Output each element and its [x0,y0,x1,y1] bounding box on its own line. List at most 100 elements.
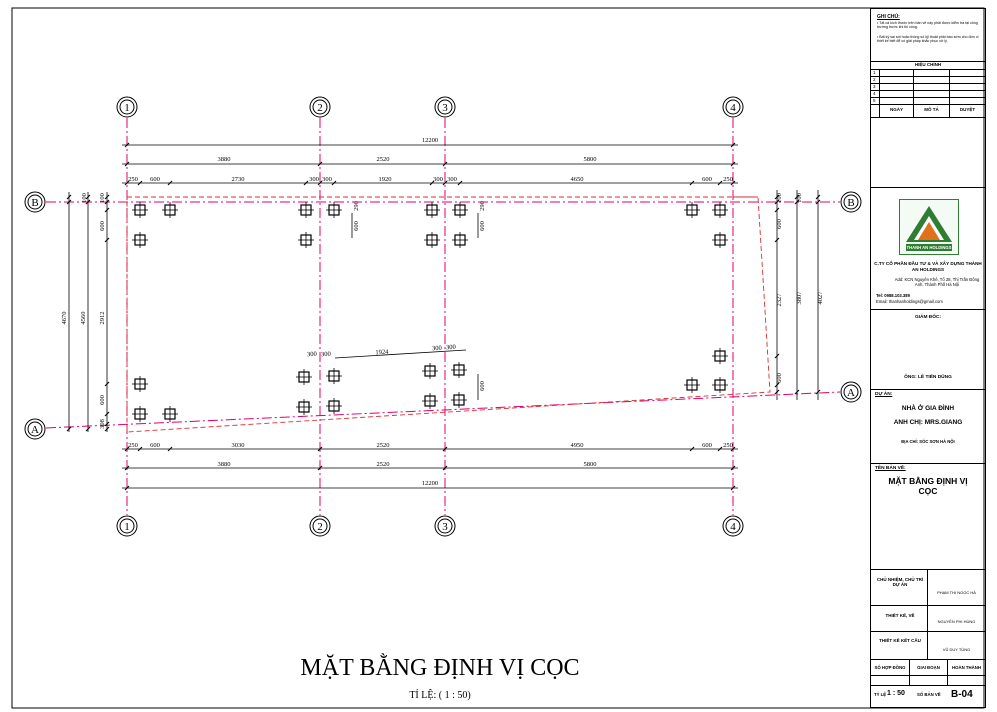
dim-top-detail-9: 4650 [571,176,584,183]
sheet-name-label: TÊN BẢN VẼ: [875,466,906,471]
pile-17 [132,376,148,392]
note-2: • Bất kỳ sai sót hoặc thông số kỹ thuật … [877,35,979,44]
logo-triangle-icon [906,206,952,251]
dim-left-3: 2912 [99,312,106,325]
dim-inner-1: 300 [307,351,317,359]
title-block: GHI CHÚ: • Tất cả kích thước trên bản vẽ… [870,8,986,708]
dim-right-1: 4027 [817,291,824,305]
grid-label-b-right: B [847,197,854,209]
dim-right-5: 600 [776,373,783,383]
footer-scale-label: TỶ LỆ [874,692,887,697]
company-tel: Tel: 0988.103.389 [876,293,910,298]
pile-15 [684,377,700,393]
revision-col-desc: MÔ TẢ [924,107,939,112]
director-name: ÔNG: LÊ TIẾN DŨNG [904,375,952,380]
grid-label-2-bottom: 2 [317,521,323,533]
dim-bottom-overall: 12200 [422,480,438,487]
pile-25 [451,362,467,378]
revision-row-4: 4 [873,91,876,96]
grid-label-a-right: A [847,387,855,399]
revision-col-date: NGÀY [889,107,903,112]
dim-inner-4: 300 [432,345,442,353]
project-client: ANH CHỊ: MRS.GIANG [893,419,963,426]
dim-top-detail-6: 1920 [379,176,392,183]
dim-inner-2: 1924 [375,349,389,357]
dim-right-3: 2327 [776,293,783,307]
dim-top-detail-11: 250 [723,176,733,183]
dim-top-detail-7: 300 [433,176,443,183]
footer-complete: HOÀN THÀNH [952,665,981,670]
sheet-name: MẶT BẰNG ĐỊNH VỊ CỌC [888,476,968,496]
pile-27 [451,392,467,408]
pile-10 [452,232,468,248]
role-2-name: NGUYỄN PHI HÙNG [937,619,976,624]
dim-left-6: 100 [99,193,106,203]
dim-top-detail-1: 250 [128,176,138,183]
pile-20 [296,369,312,385]
grid-label-4-top: 4 [730,102,736,114]
pile-9 [424,232,440,248]
role-1-label: CHỦ NHIỆM, CHỦ TRÌ DỰ ÁN [876,577,924,588]
company-address: Add: KCN Nguyên Khê, Tổ 28, Thị Trấn Đôn… [894,277,980,287]
dim-bottom-detail-3: 3030 [232,442,245,449]
grid-label-2-top: 2 [317,102,323,114]
pile-18 [132,406,148,422]
dimension-lines [68,144,819,489]
pile-19 [162,406,178,422]
dim-right-2: 3807 [796,291,803,305]
dimension-texts: 12200 3880 2520 5800 250 600 2730 300 30… [61,137,824,487]
dim-inner-5: 300 [446,344,456,352]
project-label: DỰ ÁN: [875,392,893,397]
dim-right-4: 600 [776,219,783,229]
pile-3 [132,232,148,248]
pile-23 [326,398,342,414]
dim-inner-v-5: 600 [479,381,486,391]
grid-label-3-top: 3 [442,102,448,114]
dim-left-2: 4560 [80,312,87,325]
company-logo: THANH AN HOLDINGS [899,199,959,255]
dim-left-8: 308 [99,419,106,429]
revision-row-2: 2 [873,77,876,82]
dimension-ticks [66,142,821,491]
drawing-scale: TỈ LỆ: ( 1 : 50) [409,690,471,701]
grid-label-1-top: 1 [124,102,130,114]
dim-bottom-detail-6: 600 [702,442,712,449]
notes-heading: GHI CHÚ: [877,14,900,20]
company-email: Email: thanhanholdings@gmail.com [876,299,943,304]
dim-bottom-bay-2: 2520 [377,461,390,468]
pile-13 [712,232,728,248]
dim-top-detail-8: 300 [447,176,457,183]
dim-bottom-detail-5: 4950 [571,442,584,449]
pile-7 [424,202,440,218]
pile-4 [298,202,314,218]
dim-inner-3: 300 [321,351,331,359]
footer-contract: SỐ HỢP ĐỒNG [874,665,906,670]
dim-inner-v-3: 290 [479,201,486,211]
pile-14 [712,348,728,364]
pile-group [132,202,728,422]
pile-12 [712,202,728,218]
dim-top-bay-1: 3880 [218,156,231,163]
pile-5 [326,202,342,218]
footer-sheet-no-label: SỐ BẢN VẼ [917,692,941,697]
pile-26 [422,393,438,409]
dim-left-1: 4670 [61,312,68,325]
dim-top-detail-3: 2730 [232,176,245,183]
project-location: ĐỊA CHỈ: SÓC SƠN HÀ NỘI [901,439,955,444]
grid-label-3-bottom: 3 [442,521,448,533]
role-3-label: THIẾT KẾ KẾT CẤU [879,638,921,643]
note-1: • Tất cả kích thước trên bản vẽ này phải… [877,21,978,30]
dim-bottom-bay-1: 3880 [218,461,231,468]
company-name: C.TY CỔ PHẦN ĐẦU TƯ & VÀ XÂY DỰNG THÀNH … [874,261,982,272]
pile-8 [452,202,468,218]
dim-bottom-bay-3: 5800 [584,461,597,468]
dim-right-6: 100 [776,193,783,203]
dim-top-detail-5: 300 [322,176,332,183]
revision-col-approve: DUYỆT [959,107,976,112]
dim-right-7: 100 [796,193,803,203]
role-1-name: PHẠM THỊ NGỌC HÀ [937,590,976,595]
pile-1 [132,202,148,218]
dim-inner-v-2: 290 [353,201,360,211]
pile-22 [296,399,312,415]
